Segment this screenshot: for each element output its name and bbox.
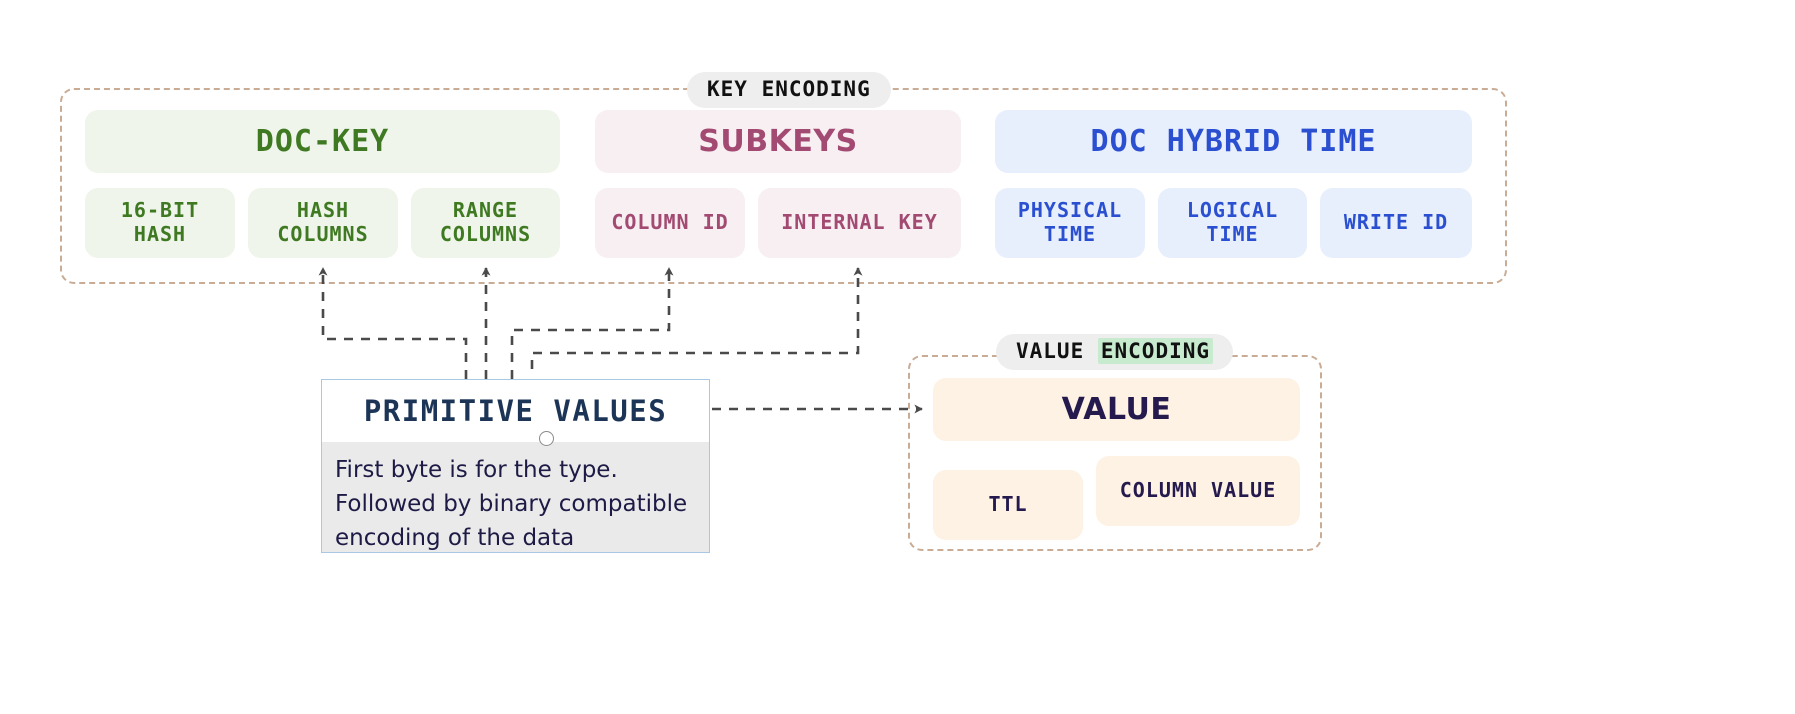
card-range-columns-line2: COLUMNS [439, 222, 532, 246]
card-internal-key-label: INTERNAL KEY [781, 210, 938, 235]
arrow-to-hash-columns [318, 267, 468, 379]
card-hash-columns[interactable]: HASH COLUMNS [248, 188, 398, 258]
card-subkeys-label: SUBKEYS [698, 123, 858, 159]
value-encoding-label-part1: VALUE [1016, 339, 1085, 363]
card-column-id[interactable]: COLUMN ID [595, 188, 745, 258]
card-16-bit-hash-line2: HASH [133, 222, 187, 246]
key-encoding-label-text: KEY ENCODING [707, 77, 871, 101]
card-subkeys[interactable]: SUBKEYS [595, 110, 961, 173]
primitive-values-body: First byte is for the type. Followed by … [322, 442, 709, 552]
card-range-columns[interactable]: RANGE COLUMNS [411, 188, 560, 258]
card-doc-hybrid-time[interactable]: DOC HYBRID TIME [995, 110, 1472, 173]
card-doc-hybrid-time-label: DOC HYBRID TIME [1090, 123, 1377, 159]
card-value-label: VALUE [1061, 391, 1172, 427]
arrow-to-column-id [510, 267, 674, 379]
card-physical-time-line2: TIME [1043, 222, 1097, 246]
card-ttl[interactable]: TTL [933, 470, 1083, 540]
card-physical-time-line1: PHYSICAL [1017, 198, 1123, 223]
card-16-bit-hash-line1: 16-BIT [120, 198, 200, 223]
connection-anchor-icon[interactable] [539, 431, 554, 446]
card-column-value[interactable]: COLUMN VALUE [1096, 456, 1300, 526]
primitive-values-title: PRIMITIVE VALUES [322, 380, 709, 442]
card-doc-key[interactable]: DOC-KEY [85, 110, 560, 173]
card-ttl-label: TTL [988, 492, 1028, 517]
card-hash-columns-line2: COLUMNS [277, 222, 369, 246]
card-logical-time[interactable]: LOGICAL TIME [1158, 188, 1307, 258]
card-logical-time-line1: LOGICAL [1186, 198, 1279, 223]
card-column-value-label: COLUMN VALUE [1119, 478, 1277, 503]
card-internal-key[interactable]: INTERNAL KEY [758, 188, 961, 258]
card-value[interactable]: VALUE [933, 378, 1300, 441]
card-write-id-label: WRITE ID [1343, 210, 1449, 235]
card-column-id-label: COLUMN ID [611, 210, 729, 235]
primitive-values-node[interactable]: PRIMITIVE VALUES First byte is for the t… [321, 379, 710, 553]
value-encoding-label-part2: ENCODING [1097, 338, 1214, 364]
card-logical-time-line2: TIME [1206, 222, 1259, 246]
card-doc-key-label: DOC-KEY [255, 123, 390, 159]
card-16-bit-hash[interactable]: 16-BIT HASH [85, 188, 235, 258]
card-hash-columns-line1: HASH [296, 198, 350, 223]
key-encoding-label: KEY ENCODING [687, 72, 891, 108]
value-encoding-label: VALUE ENCODING [996, 334, 1234, 370]
card-write-id[interactable]: WRITE ID [1320, 188, 1472, 258]
card-physical-time[interactable]: PHYSICAL TIME [995, 188, 1145, 258]
card-range-columns-line1: RANGE [452, 198, 519, 223]
